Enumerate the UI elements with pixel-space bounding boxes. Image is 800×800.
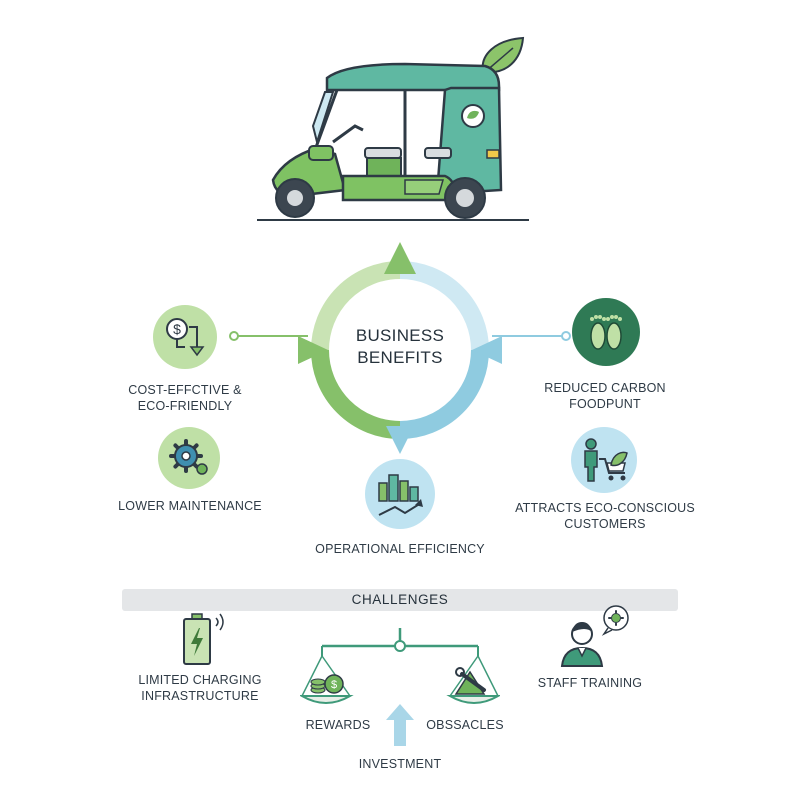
dollar-arrow-icon: $: [166, 318, 205, 357]
carbon-icon-circle: [572, 298, 640, 366]
connector-right: [492, 331, 571, 341]
customers-icon-circle: [571, 427, 637, 493]
challenges-title: CHALLENGES: [351, 592, 449, 607]
investment-text: INVESTMENT: [358, 757, 442, 771]
carbon-label-line1: REDUCED CARBON: [544, 381, 666, 395]
operational-efficiency-label: OPERATIONAL EFFICIENCY: [300, 541, 500, 557]
challenges-header: CHALLENGES: [122, 589, 678, 611]
rewards-label: REWARDS: [298, 717, 378, 733]
electric-rickshaw-icon: [257, 36, 529, 221]
lower-maintenance-label: LOWER MAINTENANCE: [110, 498, 270, 514]
connector-left: [229, 331, 308, 341]
battery-icon: [183, 613, 224, 665]
footprints-icon: [590, 315, 622, 350]
efficiency-label-line1: OPERATIONAL EFFICIENCY: [315, 542, 485, 556]
charging-label-line1: LIMITED CHARGING: [138, 673, 262, 687]
maintenance-label-line1: LOWER MAINTENANCE: [118, 499, 262, 513]
rewards-text: REWARDS: [305, 718, 371, 732]
investment-label: INVESTMENT: [340, 756, 460, 772]
center-title-line2: BENEFITS: [357, 348, 443, 367]
training-label-line1: STAFF TRAINING: [537, 676, 643, 690]
business-benefits-title: BUSINESS BENEFITS: [340, 325, 460, 369]
customers-label-line2: CUSTOMERS: [564, 517, 646, 531]
city-chart-icon: [378, 474, 423, 516]
benefits-ring: [298, 242, 502, 454]
obstacles-text: OBSSACLES: [426, 718, 504, 732]
up-arrow-icon: [386, 704, 414, 746]
cost-label-line2: ECO-FRIENDLY: [137, 399, 233, 413]
gear-icon: [169, 439, 208, 475]
gear-icon: [608, 610, 624, 626]
center-title-line1: BUSINESS: [355, 326, 445, 345]
maintenance-icon-circle: [158, 427, 220, 489]
svg-text:$: $: [173, 321, 181, 337]
wrench-icon: [454, 667, 486, 695]
charging-label-line2: INFRASTRUCTURE: [141, 689, 259, 703]
person-speech-icon: [560, 605, 629, 667]
svg-text:$: $: [331, 679, 337, 691]
staff-training-label: STAFF TRAINING: [520, 675, 660, 691]
customers-label-line1: ATTRACTS ECO-CONSCIOUS: [515, 501, 695, 515]
limited-charging-label: LIMITED CHARGING INFRASTRUCTURE: [130, 672, 270, 704]
balance-scale-icon: $: [300, 628, 500, 704]
cost-icon-circle: $: [153, 305, 217, 369]
eco-customers-label: ATTRACTS ECO-CONSCIOUS CUSTOMERS: [510, 500, 700, 532]
efficiency-icon-circle: [365, 459, 435, 529]
cost-effective-label: COST-EFFCTIVE & ECO-FRIENDLY: [120, 382, 250, 414]
carbon-label-line2: FOODPUNT: [569, 397, 641, 411]
reduced-carbon-label: REDUCED CARBON FOODPUNT: [530, 380, 680, 412]
coins-icon: $: [310, 674, 344, 694]
shopper-leaf-icon: [584, 438, 628, 482]
cost-label-line1: COST-EFFCTIVE &: [128, 383, 242, 397]
obstacles-label: OBSSACLES: [420, 717, 510, 733]
